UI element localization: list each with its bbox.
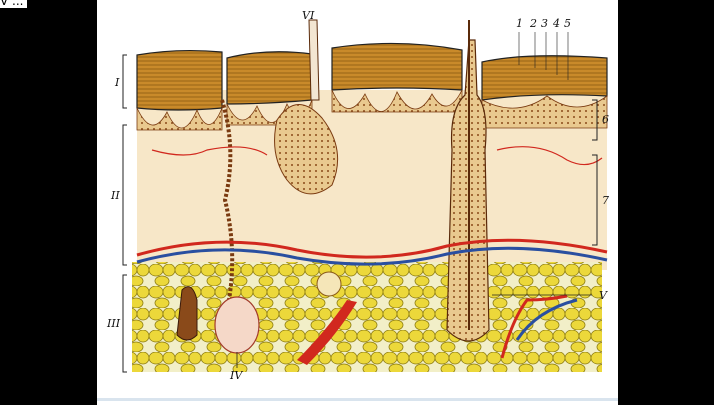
label-layer-II: II	[111, 190, 120, 201]
bracket-I	[123, 55, 127, 108]
label-IV: IV	[230, 370, 242, 381]
left-letterbox	[0, 0, 97, 405]
epidermis-block-1	[137, 51, 222, 110]
subcutaneous-fat	[132, 262, 602, 372]
label-1: 1	[516, 18, 523, 29]
bracket-III	[123, 275, 127, 372]
bracket-II	[123, 125, 127, 265]
sweat-gland-coil	[215, 297, 259, 353]
hair-shaft	[309, 20, 319, 100]
epidermis-block-4	[482, 56, 607, 100]
label-4: 4	[553, 18, 560, 29]
bottom-rule	[97, 398, 618, 401]
label-VI: VI	[302, 10, 314, 21]
label-V: V	[599, 290, 607, 301]
label-layer-I: I	[115, 77, 119, 88]
gland-cluster	[317, 272, 341, 296]
label-layer-III: III	[107, 318, 120, 329]
right-letterbox	[618, 0, 714, 405]
skin-cross-section-figure: I II III IV V VI 1 2 3 4 5 6 7	[97, 0, 618, 405]
label-6: 6	[602, 114, 609, 125]
label-7: 7	[602, 195, 609, 206]
label-5: 5	[564, 18, 571, 29]
epidermis-block-2	[227, 52, 312, 104]
epidermis-block-3	[332, 43, 462, 90]
cropped-top-text: V ...	[0, 0, 27, 8]
label-2: 2	[530, 18, 537, 29]
skin-illustration	[97, 0, 618, 405]
label-3: 3	[541, 18, 548, 29]
